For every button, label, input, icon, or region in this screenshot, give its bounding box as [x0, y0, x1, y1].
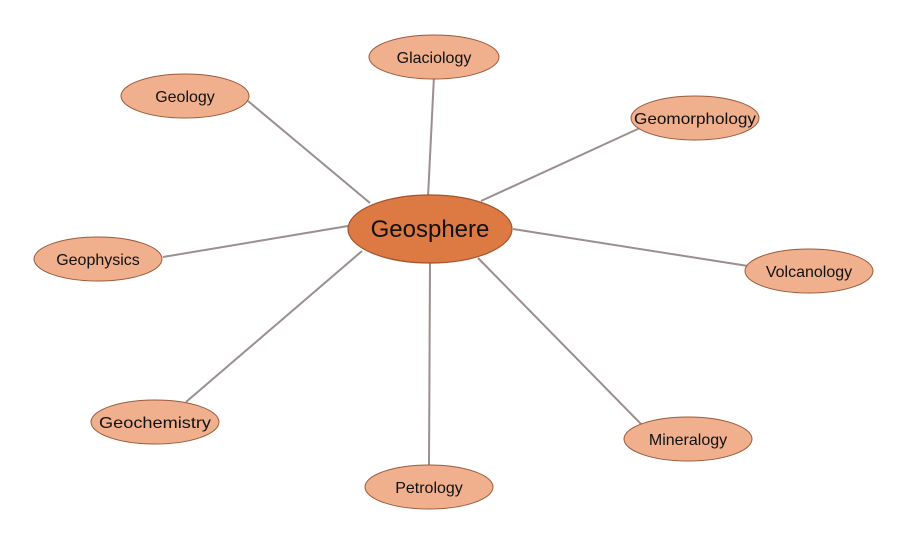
node-mineralogy-shape [623, 416, 753, 462]
connector-geomorphology [480, 127, 641, 202]
node-geophysics-shape [33, 236, 163, 282]
node-geophysics-label: Geophysics [56, 252, 140, 269]
connector-petrology [428, 262, 431, 467]
node-geomorphology-shape [630, 95, 760, 141]
node-geomorphology[interactable]: Geomorphology [630, 95, 760, 141]
connector-glaciology [427, 75, 435, 198]
node-glaciology-label: Glaciology [397, 50, 472, 67]
node-glaciology-shape [368, 34, 500, 80]
connector-volcanology [512, 228, 749, 267]
node-petrology-shape [364, 464, 494, 510]
node-petrology-label: Petrology [395, 480, 463, 497]
connector-geophysics [162, 225, 349, 258]
node-geomorphology-label: Geomorphology [634, 111, 756, 128]
node-geosphere-label: Geosphere [371, 216, 490, 243]
node-geology[interactable]: Geology [120, 73, 250, 119]
node-geochemistry[interactable]: Geochemistry [90, 399, 220, 445]
node-geophysics[interactable]: Geophysics [33, 236, 163, 282]
node-petrology[interactable]: Petrology [364, 464, 494, 510]
connectors [162, 75, 749, 467]
node-volcanology[interactable]: Volcanology [744, 248, 874, 294]
connector-geology [247, 100, 371, 204]
node-geochemistry-label: Geochemistry [99, 415, 211, 432]
node-geology-label: Geology [155, 89, 215, 106]
connector-mineralogy [477, 257, 643, 426]
connector-geochemistry [185, 250, 363, 403]
node-geology-shape [120, 73, 250, 119]
node-volcanology-label: Volcanology [766, 264, 852, 281]
node-geosphere-shape [347, 194, 513, 264]
node-mineralogy-label: Mineralogy [649, 432, 727, 449]
node-volcanology-shape [744, 248, 874, 294]
node-mineralogy[interactable]: Mineralogy [623, 416, 753, 462]
node-glaciology[interactable]: Glaciology [368, 34, 500, 80]
node-geosphere[interactable]: Geosphere [347, 194, 513, 264]
node-geochemistry-shape [90, 399, 220, 445]
